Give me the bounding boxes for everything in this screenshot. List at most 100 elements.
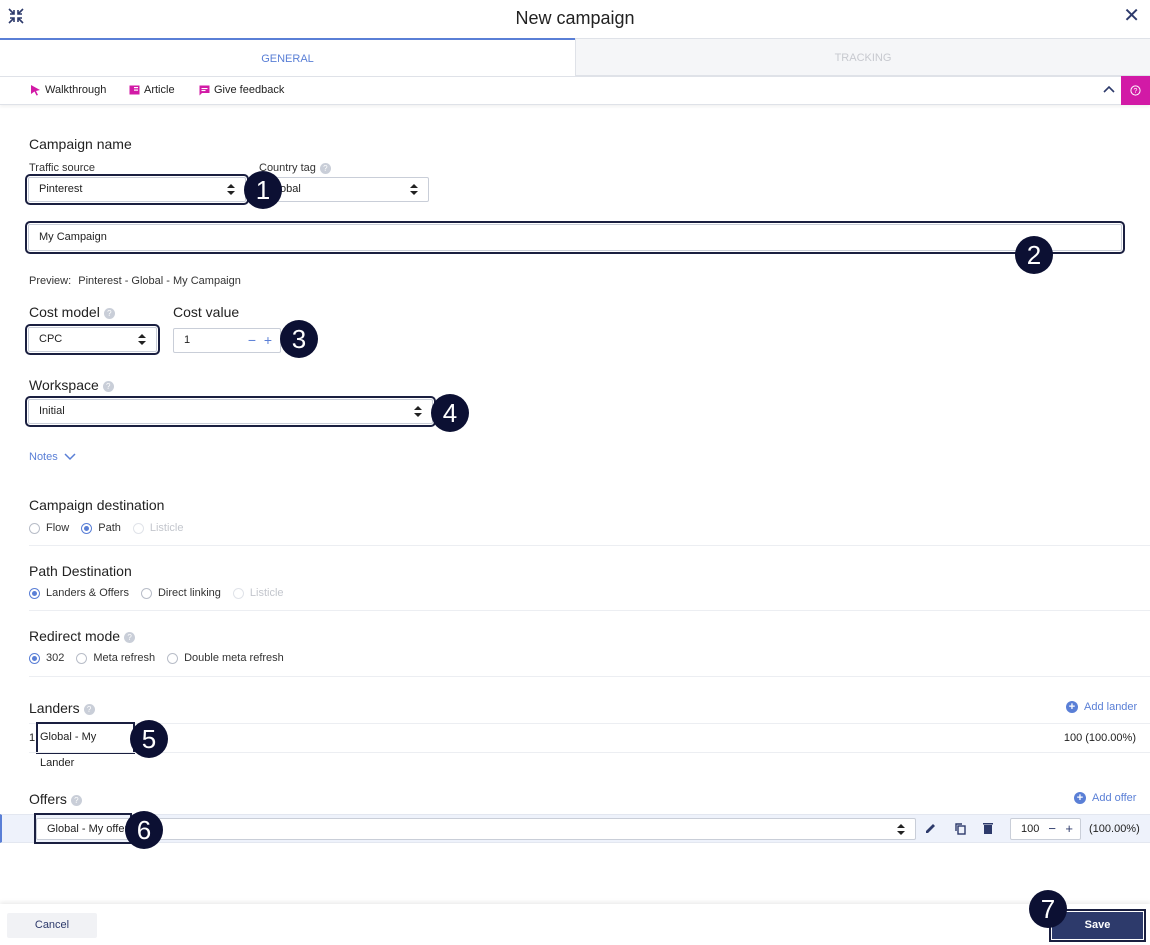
feedback-link[interactable]: Give feedback (199, 84, 284, 96)
walkthrough-label: Walkthrough (45, 84, 106, 96)
lander-weight: 100 (100.00%) (1064, 732, 1136, 744)
cancel-button[interactable]: Cancel (7, 913, 97, 938)
chevron-down-icon (64, 453, 76, 461)
radio-flow[interactable] (29, 523, 40, 534)
step-marker-1: 1 (244, 171, 282, 209)
preview-value: Pinterest - Global - My Campaign (78, 275, 241, 287)
path-destination-heading: Path Destination (29, 563, 132, 579)
country-tag-select[interactable]: Global (258, 177, 429, 202)
radio-meta-refresh-label: Meta refresh (93, 652, 155, 664)
radio-direct-linking-label: Direct linking (158, 587, 221, 599)
radio-meta-refresh[interactable] (76, 653, 87, 664)
help-icon[interactable]: ? (1121, 76, 1150, 105)
cost-model-value: CPC (39, 333, 62, 345)
step-marker-4: 4 (431, 394, 469, 432)
edit-icon[interactable] (924, 822, 937, 835)
radio-listicle-label: Listicle (150, 522, 184, 534)
plus-icon[interactable]: + (264, 329, 272, 352)
plus-circle-icon: + (1066, 701, 1078, 713)
offer-select[interactable]: Global - My offer (36, 818, 916, 840)
question-icon[interactable]: ? (103, 381, 114, 392)
offer-highlight (36, 815, 130, 842)
add-offer-button[interactable]: + Add offer (1074, 792, 1136, 804)
add-lander-label: Add lander (1084, 701, 1137, 713)
radio-direct-linking[interactable] (141, 588, 152, 599)
radio-double-meta-refresh[interactable] (167, 653, 178, 664)
campaign-name-value: My Campaign (39, 231, 107, 243)
add-lander-button[interactable]: + Add lander (1066, 701, 1137, 713)
plus-icon[interactable]: + (1065, 819, 1073, 839)
cost-model-heading: Cost model? (29, 304, 115, 320)
walkthrough-link[interactable]: Walkthrough (30, 84, 106, 96)
notes-toggle[interactable]: Notes (29, 451, 76, 463)
offers-heading: Offers? (29, 791, 82, 807)
traffic-source-value: Pinterest (39, 183, 82, 195)
lander-index: 1. (29, 732, 38, 744)
tab-general[interactable]: GENERAL (0, 38, 575, 76)
window-titlebar: New campaign ✕ (0, 0, 1150, 39)
feedback-icon (199, 85, 210, 96)
step-marker-6: 6 (125, 811, 163, 849)
cost-value-stepper[interactable]: 1 − + (173, 328, 281, 353)
radio-landers-offers[interactable] (29, 588, 40, 599)
select-arrows-icon (410, 183, 418, 196)
cost-value-heading: Cost value (173, 304, 239, 320)
divider (29, 610, 1150, 611)
book-icon (129, 85, 140, 95)
lander-name: Global - My Lander (38, 724, 133, 752)
step-marker-5: 5 (130, 720, 168, 758)
traffic-source-select[interactable]: Pinterest (28, 177, 246, 202)
radio-landers-offers-label: Landers & Offers (46, 587, 129, 599)
question-icon[interactable]: ? (84, 704, 95, 715)
cost-model-select[interactable]: CPC (28, 327, 157, 352)
duplicate-icon[interactable] (954, 822, 967, 835)
path-destination-radio-group: Landers & Offers Direct linking Listicle (29, 587, 296, 599)
dialog-title: New campaign (0, 8, 1150, 29)
trash-icon[interactable] (982, 822, 994, 835)
question-icon[interactable]: ? (104, 308, 115, 319)
radio-path-label: Path (98, 522, 121, 534)
step-marker-7: 7 (1029, 890, 1067, 928)
select-arrows-icon (414, 405, 422, 418)
offer-percent: (100.00%) (1089, 823, 1140, 835)
dialog-footer: Cancel Save (0, 904, 1150, 945)
select-arrows-icon (138, 333, 146, 346)
campaign-destination-heading: Campaign destination (29, 497, 164, 513)
tab-tracking[interactable]: TRACKING (575, 38, 1150, 76)
radio-302-label: 302 (46, 652, 64, 664)
tab-bar: GENERAL TRACKING (0, 38, 1150, 76)
chevron-up-icon[interactable] (1102, 83, 1116, 97)
radio-flow-label: Flow (46, 522, 69, 534)
minus-icon[interactable]: − (248, 329, 256, 352)
redirect-radio-group: 302 Meta refresh Double meta refresh (29, 652, 296, 664)
radio-302[interactable] (29, 653, 40, 664)
close-icon[interactable]: ✕ (1123, 6, 1140, 26)
notes-label: Notes (29, 451, 58, 463)
question-icon[interactable]: ? (71, 795, 82, 806)
traffic-source-label: Traffic source (29, 162, 95, 174)
select-arrows-icon (897, 823, 905, 836)
offer-weight-stepper[interactable]: 100 − + (1010, 818, 1081, 840)
radio-path[interactable] (81, 523, 92, 534)
radio-path-listicle (233, 588, 244, 599)
offer-row: Global - My offer 100 − + (100.00%) (0, 814, 1150, 843)
destination-radio-group: Flow Path Listicle (29, 522, 196, 534)
landers-heading: Landers? (29, 700, 95, 716)
preview-text: Preview: Pinterest - Global - My Campaig… (29, 275, 241, 287)
campaign-name-input[interactable]: My Campaign (28, 224, 1122, 251)
article-link[interactable]: Article (129, 84, 175, 96)
minus-icon[interactable]: − (1048, 819, 1056, 839)
workspace-heading: Workspace? (29, 377, 114, 393)
feedback-label: Give feedback (214, 84, 284, 96)
article-label: Article (144, 84, 175, 96)
question-icon[interactable]: ? (320, 163, 331, 174)
radio-path-listicle-label: Listicle (250, 587, 284, 599)
workspace-select[interactable]: Initial (28, 399, 433, 424)
redirect-mode-heading: Redirect mode? (29, 628, 135, 644)
lander-row[interactable]: 1. Global - My Lander 100 (100.00%) (29, 724, 1136, 752)
question-icon[interactable]: ? (124, 632, 135, 643)
cost-value-input[interactable]: 1 (184, 334, 190, 346)
divider (29, 752, 1150, 753)
offer-weight-input[interactable]: 100 (1021, 823, 1039, 835)
cursor-icon (30, 84, 41, 96)
